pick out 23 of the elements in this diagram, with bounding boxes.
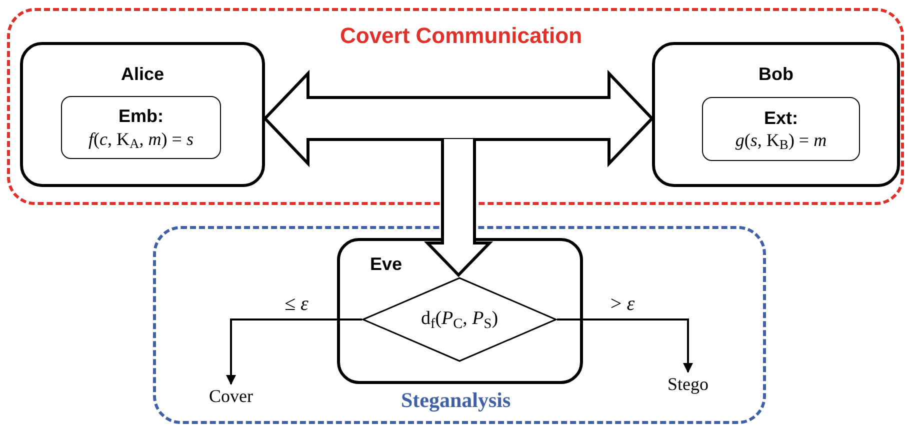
double-hollow-arrow (262, 70, 654, 168)
formula: g(s, K$_{B}$) = m (735, 129, 827, 152)
box-title: Alice (120, 63, 166, 86)
process-box (337, 238, 583, 384)
output-label: Stego (667, 372, 708, 396)
box-title: Bob (758, 63, 794, 86)
process-box (20, 42, 265, 187)
group-title: Covert Communication (340, 22, 582, 50)
group-title: Steganalysis (401, 387, 511, 414)
output-label: Cover (209, 384, 253, 408)
arrow (557, 318, 693, 373)
process-box (652, 42, 900, 187)
function-box (702, 97, 860, 161)
hollow-arrow (424, 138, 494, 278)
function-name: Emb: (118, 105, 164, 128)
function-box (61, 96, 221, 159)
arrow (226, 318, 362, 385)
box-title: Eve (370, 253, 402, 276)
formula: f(c, K$_{A}$, m) = s (88, 128, 194, 150)
function-name: Ext: (764, 106, 798, 129)
decision-diamond (362, 277, 557, 362)
dashed-group-frame (153, 226, 766, 424)
formula: d$_{f}$(P$_{C}$, P$_{S}$) (420, 307, 498, 334)
